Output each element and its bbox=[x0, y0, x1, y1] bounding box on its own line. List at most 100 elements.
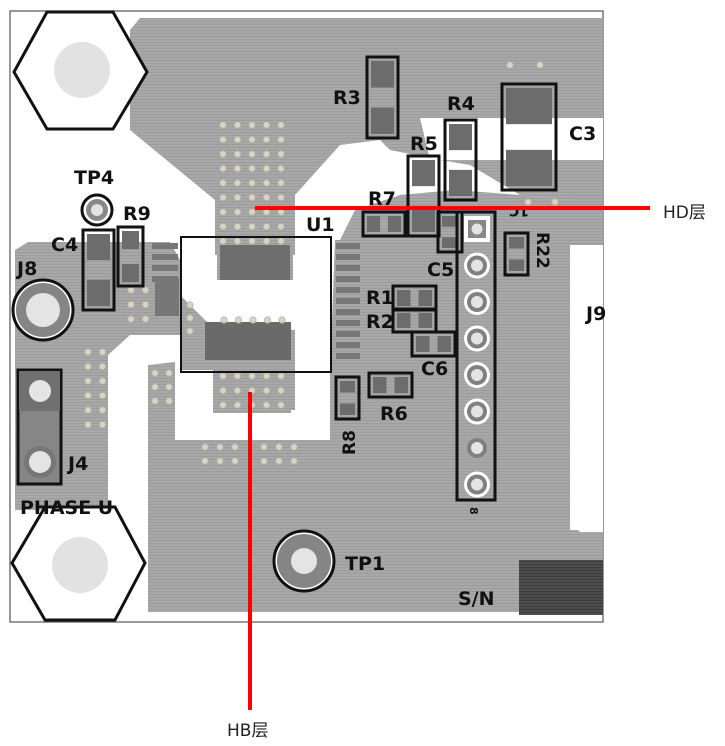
u1-pin bbox=[152, 243, 178, 249]
via bbox=[275, 443, 283, 451]
via bbox=[277, 237, 285, 245]
via bbox=[84, 420, 92, 429]
u1-pin bbox=[336, 243, 360, 249]
via bbox=[248, 135, 256, 144]
r1-pad bbox=[418, 290, 432, 306]
via bbox=[277, 193, 285, 202]
j8-terminal bbox=[11, 278, 75, 342]
via bbox=[219, 121, 227, 129]
via bbox=[141, 300, 150, 309]
u1-pin bbox=[336, 254, 360, 260]
via bbox=[248, 193, 256, 202]
via bbox=[98, 348, 107, 356]
r3-pad bbox=[371, 107, 394, 134]
c3-pad bbox=[506, 149, 552, 186]
via bbox=[98, 377, 107, 385]
r3-pad bbox=[371, 61, 394, 88]
via bbox=[248, 150, 256, 158]
via bbox=[277, 372, 285, 380]
c6-outline bbox=[410, 330, 457, 358]
via bbox=[536, 61, 544, 69]
header-pin-drill bbox=[471, 332, 483, 345]
via bbox=[127, 300, 135, 309]
via bbox=[219, 237, 227, 245]
r8-pad bbox=[340, 403, 355, 415]
u1-pad bbox=[155, 278, 179, 316]
c6-pad bbox=[437, 336, 451, 352]
via bbox=[219, 386, 227, 395]
via bbox=[234, 316, 243, 324]
r22-pad bbox=[509, 259, 524, 271]
via bbox=[262, 386, 271, 395]
label-R8: R8 bbox=[340, 430, 360, 455]
via bbox=[165, 369, 173, 377]
label-C4: C4 bbox=[51, 234, 78, 256]
via bbox=[262, 372, 271, 380]
serial-number-block bbox=[519, 560, 603, 615]
u1-pin bbox=[336, 331, 360, 337]
u1-pin bbox=[336, 298, 360, 304]
j4-connector bbox=[16, 368, 63, 486]
header-pin-drill bbox=[471, 259, 483, 272]
r5-pad bbox=[412, 160, 435, 187]
via bbox=[84, 348, 92, 356]
callouts bbox=[248, 206, 650, 710]
via bbox=[233, 164, 242, 173]
via bbox=[216, 457, 224, 465]
via bbox=[165, 397, 173, 405]
u1-pin bbox=[336, 276, 360, 282]
tp1 bbox=[272, 529, 336, 593]
label-R9: R9 bbox=[123, 203, 151, 225]
via bbox=[233, 121, 242, 129]
c3-pad bbox=[506, 88, 552, 125]
label-R1: R1 bbox=[366, 287, 394, 309]
via bbox=[248, 164, 256, 173]
label-J9: J9 bbox=[584, 303, 606, 325]
c4-pad bbox=[87, 279, 110, 306]
via bbox=[141, 315, 150, 323]
via bbox=[248, 179, 256, 187]
via bbox=[98, 406, 107, 414]
header-pin-drill bbox=[471, 442, 483, 454]
r4-outline bbox=[443, 118, 478, 202]
via bbox=[84, 377, 92, 385]
via bbox=[233, 193, 242, 202]
via bbox=[248, 121, 256, 129]
r3-outline bbox=[365, 55, 400, 140]
via bbox=[233, 208, 242, 216]
label-R3: R3 bbox=[333, 87, 361, 109]
r7-pad bbox=[367, 216, 381, 232]
r4-pad bbox=[449, 124, 472, 151]
via bbox=[219, 179, 227, 187]
via bbox=[186, 314, 194, 322]
via bbox=[248, 237, 256, 245]
via bbox=[127, 315, 135, 323]
via bbox=[219, 135, 227, 144]
header-pin-drill bbox=[471, 405, 483, 418]
via bbox=[263, 316, 272, 324]
via bbox=[201, 457, 209, 465]
c4-pad bbox=[87, 234, 110, 261]
via bbox=[262, 121, 271, 129]
r6-outline bbox=[367, 371, 414, 399]
header-pin-drill bbox=[471, 478, 483, 491]
label-R7: R7 bbox=[368, 188, 396, 210]
via bbox=[84, 406, 92, 414]
via bbox=[231, 443, 239, 451]
label-J4: J4 bbox=[66, 453, 88, 475]
via bbox=[248, 208, 256, 216]
via bbox=[277, 135, 285, 144]
via bbox=[186, 301, 194, 309]
r9-outline bbox=[116, 225, 145, 288]
r4-pad bbox=[449, 169, 472, 196]
via bbox=[524, 198, 532, 206]
r9-pad bbox=[122, 263, 139, 282]
r6-pad bbox=[394, 377, 408, 393]
header-pin-drill bbox=[471, 223, 483, 235]
u1-pin bbox=[336, 320, 360, 326]
label-TP4: TP4 bbox=[74, 167, 114, 189]
via bbox=[98, 420, 107, 429]
u1-pin bbox=[336, 342, 360, 348]
via bbox=[277, 401, 285, 409]
hd-layer-label: HD层 bbox=[663, 203, 706, 223]
